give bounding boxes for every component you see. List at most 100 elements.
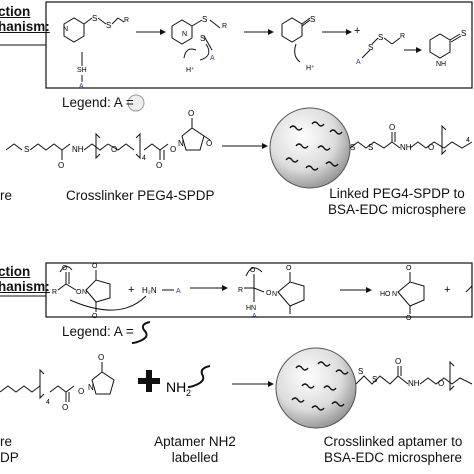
atom-S: S — [368, 43, 373, 52]
header-line-1: ction — [0, 4, 31, 19]
nhs-ester — [57, 266, 147, 312]
atom-N: N — [178, 139, 184, 148]
atom-NH: NH — [400, 143, 412, 152]
mechanism-header-2: ction hanism: — [0, 264, 50, 294]
left-fragment-2: re DP — [0, 434, 19, 466]
aptamer-caption-line-1: Aptamer NH2 — [154, 434, 236, 449]
microsphere-1 — [269, 107, 351, 189]
subscript-4: 4 — [142, 155, 146, 162]
pyridine-thione — [429, 33, 462, 59]
atom-SH: SH — [77, 67, 87, 74]
product-caption-2: Crosslinked aptamer to BSA-EDC microsphe… — [312, 434, 474, 466]
subscript-4: 4 — [466, 137, 470, 144]
atom-O: O — [92, 313, 98, 320]
atom-NH: NH — [408, 379, 420, 388]
n-hydroxysuccinimide — [397, 272, 425, 314]
atom-S: S — [461, 29, 466, 38]
atom-N: N — [82, 289, 87, 296]
atom-O: O — [438, 379, 444, 388]
plus-icon — [138, 370, 160, 392]
atom-O: O — [76, 289, 82, 296]
atom-Hplus: H⁺ — [306, 64, 315, 72]
atom-S: S — [202, 15, 207, 24]
atom-H2N: H₂N — [142, 286, 157, 295]
atom-Hplus: H⁺ — [186, 66, 195, 74]
header-line-2: hanism: — [0, 19, 50, 34]
atom-O: O — [170, 145, 176, 154]
aptamer-squiggles-2 — [291, 361, 349, 411]
legend-2: Legend: A = — [62, 324, 134, 339]
atom-A: A — [356, 59, 361, 66]
bubble-legend-icon — [127, 94, 145, 112]
linked-chain-1 — [349, 124, 473, 156]
atom-N: N — [63, 26, 68, 33]
atom-O: O — [428, 143, 434, 152]
product-caption-1: Linked PEG4-SPDP to BSA-EDC microsphere — [322, 186, 472, 218]
atom-A: A — [79, 83, 84, 90]
atom-S: S — [358, 367, 363, 376]
aptamer-caption: Aptamer NH2 labelled — [140, 434, 250, 466]
atom-A: A — [210, 55, 215, 62]
molecule-left-fragment: re — [0, 188, 13, 203]
atom-N: N — [88, 383, 94, 392]
aptamer-squiggle-icon — [187, 365, 211, 388]
atom-R: R — [238, 287, 243, 294]
peg4-chain-2 — [0, 362, 115, 402]
product-caption-line-2: BSA-EDC microsphere — [327, 202, 467, 217]
atom-R: R — [222, 23, 227, 30]
aptamer-caption-line-2: labelled — [171, 450, 219, 465]
atom-HO: HO — [380, 291, 391, 298]
aptamer-squiggles — [285, 121, 343, 171]
atom-O: O — [389, 123, 395, 132]
atom-R: R — [124, 17, 129, 24]
thiolate-intermediate — [171, 19, 221, 61]
left-fragment-line-2: DP — [0, 450, 19, 465]
atom-S: S — [378, 33, 383, 42]
atom-O: O — [406, 315, 412, 322]
atom-O: O — [98, 353, 104, 362]
atom-NH: NH — [436, 61, 446, 68]
atom-O: O — [266, 290, 272, 297]
atom-S: S — [92, 14, 97, 23]
atom-O: O — [206, 139, 212, 148]
atom-S: S — [368, 143, 373, 152]
atom-N: N — [392, 291, 397, 298]
left-fragment-line-1: re — [0, 434, 13, 449]
pyridyl-disulfide — [63, 17, 125, 66]
atom-HN: HN — [246, 305, 256, 312]
subscript-4: 4 — [46, 399, 50, 406]
microsphere-2 — [275, 347, 357, 429]
nh2-subscript: 2 — [186, 388, 191, 398]
atom-NH: NH — [72, 145, 84, 154]
header2-line-2: hanism: — [0, 279, 50, 294]
atom-O: O — [395, 357, 401, 366]
atom-O: O — [286, 265, 292, 272]
atom-O: O — [78, 387, 84, 396]
mechanism-header-1: ction hanism: — [0, 4, 50, 34]
atom-S: S — [372, 375, 377, 384]
aptamer-legend-icon — [131, 321, 151, 344]
product-caption2-line-2: BSA-EDC microsphere — [323, 450, 463, 465]
linked-chain-2 — [355, 360, 473, 392]
crosslinker-text: Crosslinker PEG4-SPDP — [66, 188, 215, 203]
atom-O: O — [58, 161, 64, 170]
mixed-disulfide — [361, 37, 401, 59]
header2-line-1: ction — [0, 264, 31, 279]
atom-O: O — [250, 267, 256, 274]
product-caption-line-1: Linked PEG4-SPDP to — [329, 186, 465, 201]
atom-O: O — [62, 265, 68, 272]
atom-N: N — [272, 291, 277, 298]
atom-S: S — [310, 15, 315, 24]
atom-O: O — [188, 109, 194, 118]
atom-S: S — [106, 21, 111, 30]
plus-sign: + — [444, 284, 450, 296]
atom-S: S — [200, 34, 205, 43]
tetrahedral-intermediate — [244, 267, 305, 314]
pyridinethione-intermediate — [281, 17, 311, 63]
atom-O: O — [92, 263, 98, 270]
atom-A: A — [252, 313, 257, 320]
peg4-spdp-chain — [5, 118, 211, 160]
atom-N: N — [182, 31, 187, 38]
plus-sign: + — [354, 25, 360, 37]
